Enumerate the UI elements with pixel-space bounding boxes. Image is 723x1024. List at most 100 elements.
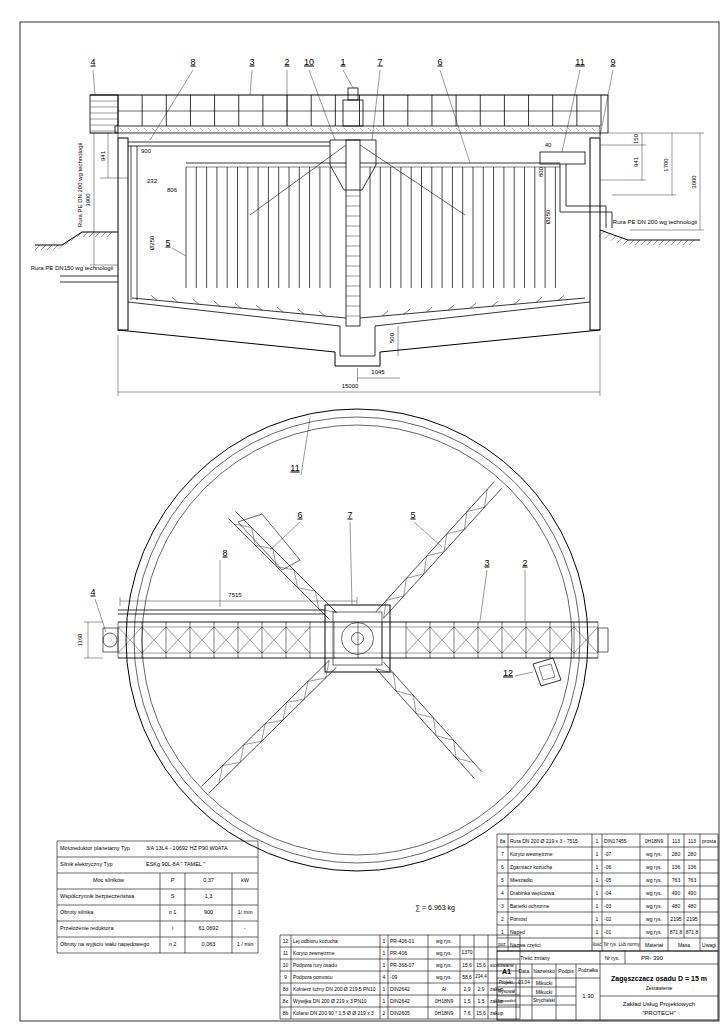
table-cell: 136 xyxy=(688,864,696,869)
note-text: Rura PE DN150 wg technologii xyxy=(31,265,114,271)
deck-hatch xyxy=(232,128,235,131)
table-cell: 6 xyxy=(501,864,504,869)
ground-hatch xyxy=(65,240,70,245)
skimmer-blade xyxy=(238,514,300,570)
stirrer-arm xyxy=(360,163,560,164)
callout-number: 6 xyxy=(437,58,442,67)
leader-line xyxy=(250,70,252,95)
table-cell: wg rys. xyxy=(436,939,452,944)
leader-line xyxy=(480,570,487,621)
pipe xyxy=(131,146,132,300)
callout-number: 1 xyxy=(340,58,345,67)
tank-outer-wall xyxy=(126,409,588,871)
table-cell: Lej odbioru kożucha xyxy=(293,939,338,944)
dimension-line xyxy=(357,368,358,382)
table-cell: 1,3 xyxy=(205,894,213,900)
deck-hatch xyxy=(192,128,195,131)
table-rule xyxy=(520,935,521,1019)
railing-post xyxy=(552,95,553,126)
deck-hatch xyxy=(272,128,275,131)
dimension-line xyxy=(700,133,701,230)
table-cell: 0,37 xyxy=(203,878,214,884)
scraper-blade xyxy=(558,295,564,300)
table-cell: -09 xyxy=(390,975,397,980)
title-block-text: Podpis xyxy=(558,969,573,974)
stirrer-arm xyxy=(376,669,474,779)
table-rule xyxy=(460,935,461,1019)
callout-number: 3 xyxy=(249,58,254,67)
stirrer-lattice xyxy=(444,534,447,552)
table-rule xyxy=(57,857,258,858)
scraper-blade xyxy=(214,301,220,306)
picket xyxy=(555,167,556,288)
bridge-truss xyxy=(454,627,478,653)
stirrer-lattice xyxy=(464,512,467,530)
dimension-text: 15000 xyxy=(342,383,359,389)
picket xyxy=(258,167,259,288)
ground-hatch xyxy=(611,236,616,241)
dimension-text: 800 xyxy=(538,167,544,177)
leader-line xyxy=(343,70,353,88)
table-rule xyxy=(185,873,186,953)
table-cell: 763 xyxy=(672,877,680,882)
table-cell: 2195 xyxy=(686,916,697,921)
note-text: Rura PE DN 200 wg technologii xyxy=(77,143,83,227)
bridge-truss xyxy=(238,627,262,653)
railing-post xyxy=(238,95,239,126)
sludge-pipe xyxy=(118,610,325,611)
table-cell: -04 xyxy=(604,890,611,895)
table-cell: Przełożenie reduktora xyxy=(60,926,114,932)
tank-inner-wall xyxy=(134,417,580,863)
dimension-line xyxy=(358,378,401,379)
stirrer-arm xyxy=(209,667,337,793)
title-block-text: Zagęszczacz osadu D = 15 m xyxy=(611,975,707,982)
stirrer-lattice xyxy=(453,740,456,758)
picket xyxy=(462,167,463,288)
railing-post xyxy=(407,95,408,126)
dimension-text: 500 xyxy=(389,333,395,343)
table-cell: Koryto zewnętrzne xyxy=(293,951,334,956)
ground-hatch xyxy=(689,240,694,245)
stirrer-arm xyxy=(384,488,502,618)
title-block-text: Nr rys. xyxy=(605,955,620,960)
dimension-line xyxy=(120,601,357,602)
stirrer-lattice xyxy=(265,720,283,723)
dimension-line xyxy=(94,133,95,265)
title-block-rule xyxy=(556,964,557,1020)
table-cell: DIN17455 xyxy=(604,838,627,843)
title-block-text: Podziałka xyxy=(578,969,598,974)
bridge-truss xyxy=(142,627,166,653)
picket xyxy=(421,167,422,288)
stirrer-lattice xyxy=(252,528,256,546)
table-cell: 2,9 xyxy=(478,987,485,992)
table-cell: 871,8 xyxy=(686,929,699,934)
table-cell: Barierki ochronne xyxy=(510,903,549,908)
table-rule xyxy=(497,834,718,835)
deck-hatch xyxy=(392,128,395,131)
dimension-line xyxy=(630,230,704,231)
stirrer-lattice xyxy=(386,596,403,600)
callout-number: 2 xyxy=(284,58,289,67)
bridge-end xyxy=(598,628,608,652)
ladder-landing xyxy=(103,633,117,647)
table-rule xyxy=(718,834,719,951)
table-cell: wg rys. xyxy=(646,851,662,856)
table-cell: Napęd xyxy=(510,929,525,934)
stirrer-lattice xyxy=(219,766,223,784)
leader-line xyxy=(95,599,106,632)
bridge-truss xyxy=(406,627,430,653)
deck-hatch xyxy=(472,128,475,131)
dimension-text: 150 xyxy=(633,134,639,144)
pipe xyxy=(60,276,118,277)
callout-number: 4 xyxy=(90,588,95,597)
bridge-truss xyxy=(454,627,478,653)
picket xyxy=(237,167,238,288)
picket xyxy=(206,167,207,288)
bridge-truss xyxy=(190,627,214,653)
pipe xyxy=(560,164,612,228)
ladder-landing xyxy=(103,628,118,652)
table-cell: 113 xyxy=(672,838,680,843)
deck-hatch xyxy=(512,128,515,131)
outer-trough xyxy=(142,425,572,855)
